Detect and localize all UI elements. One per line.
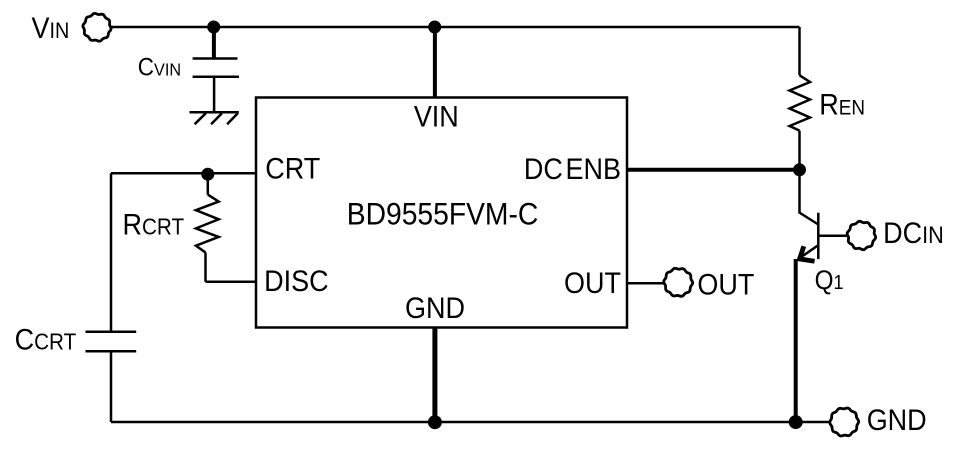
- svg-text:VIN: VIN: [32, 12, 70, 46]
- svg-text:DCENB: DCENB: [524, 153, 621, 187]
- svg-text:BD9555FVM-C: BD9555FVM-C: [347, 197, 539, 232]
- svg-text:CCRT: CCRT: [15, 323, 77, 357]
- svg-text:GND: GND: [867, 404, 927, 438]
- svg-text:DISC: DISC: [264, 265, 328, 299]
- svg-text:VIN: VIN: [414, 100, 459, 134]
- svg-text:Q1: Q1: [815, 266, 844, 295]
- svg-text:DCIN: DCIN: [883, 217, 944, 251]
- svg-text:RCRT: RCRT: [123, 208, 185, 242]
- svg-text:GND: GND: [405, 292, 465, 326]
- svg-text:OUT: OUT: [564, 267, 621, 301]
- svg-text:REN: REN: [819, 88, 865, 122]
- svg-text:OUT: OUT: [697, 268, 754, 302]
- svg-text:CVIN: CVIN: [138, 54, 181, 82]
- svg-text:CRT: CRT: [265, 152, 320, 186]
